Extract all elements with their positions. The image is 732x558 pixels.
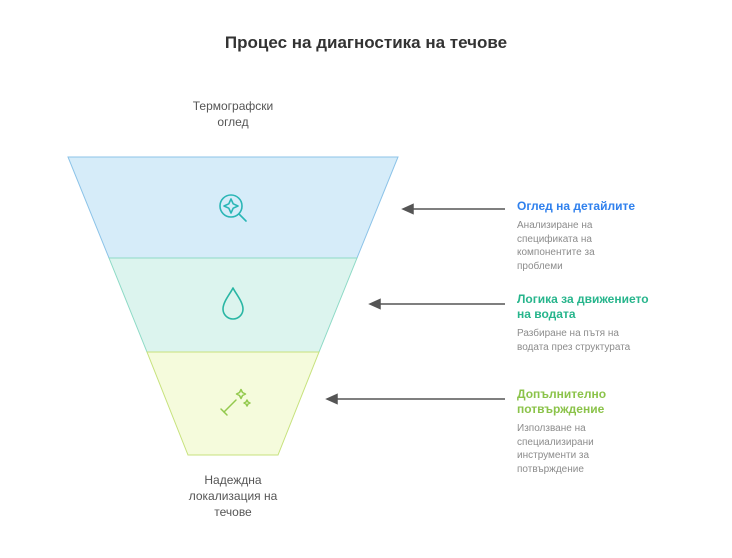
magnifier-sparkle-icon (219, 194, 247, 222)
annotation-arrow-2 (368, 298, 505, 310)
funnel-top-label: Термографски оглед (192, 99, 274, 130)
annotation-description: Анализиране на спецификата на компоненти… (517, 220, 595, 272)
page-title: Процес на диагностика на течове (224, 33, 508, 52)
annotation-title: Допълнително потвърждение (517, 387, 607, 416)
spray-sparkle-icon (220, 388, 251, 416)
annotation-title: Логика за движението на водата (517, 292, 649, 321)
funnel-stage-2 (108, 257, 358, 353)
annotation-arrow-3 (325, 393, 505, 405)
annotation-description: Използване на специализирани инструменти… (517, 423, 594, 475)
annotation-arrow-1 (401, 203, 505, 215)
water-drop-icon (222, 287, 244, 320)
annotation-description: Разбиране на пътя на водата през структу… (517, 328, 631, 353)
funnel-bottom-label: Надеждна локализация на течове (188, 473, 278, 520)
annotation-title: Оглед на детайлите (517, 199, 635, 213)
annotation-block-3: Допълнително потвърждение Използване на … (517, 387, 649, 476)
annotation-block-2: Логика за движението на водата Разбиране… (517, 292, 649, 354)
annotation-block-1: Оглед на детайлите Анализиране на специф… (517, 199, 649, 273)
